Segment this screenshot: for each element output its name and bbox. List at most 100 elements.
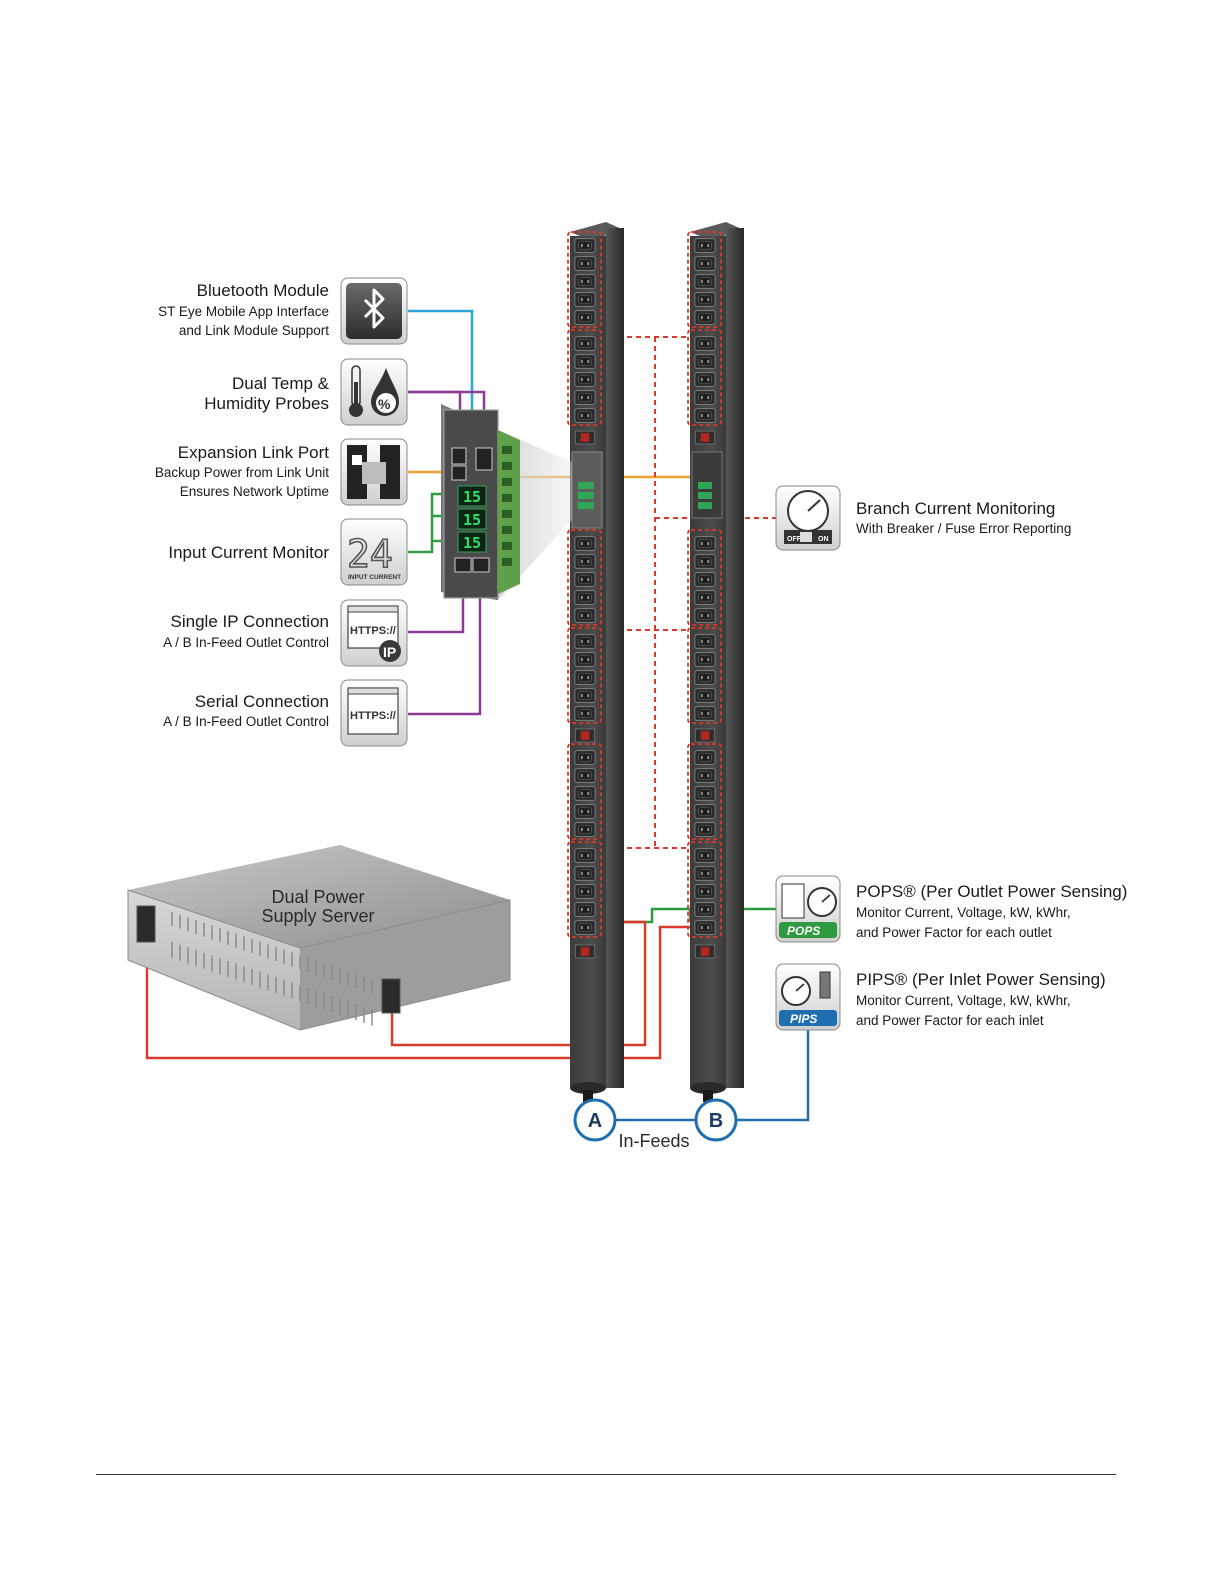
pdu-a-outlet — [574, 238, 596, 253]
pops-icon: POPS — [775, 875, 841, 943]
pdu-a-outlet — [574, 786, 596, 801]
zoom-display-2 — [457, 508, 487, 530]
serial-sub: A / B In-Feed Outlet Control — [163, 714, 329, 729]
single-ip-title: Single IP Connection — [171, 612, 329, 631]
pdu-a-outlet — [574, 536, 596, 551]
pdu-a-outlet — [574, 652, 596, 667]
pdu-b-outlet — [694, 372, 716, 387]
pdu-b-outlet — [694, 848, 716, 863]
temp-title1: Dual Temp & — [232, 374, 330, 393]
ip-https-label: HTTPS:// — [350, 625, 396, 637]
pdu-b-breaker — [694, 430, 716, 445]
pdu-a-outlet — [574, 372, 596, 387]
pdu-a-outlet — [574, 408, 596, 423]
pdu-a-outlet — [574, 336, 596, 351]
breaker-on-label: ON — [818, 536, 829, 543]
display-readout-3: 15 — [463, 534, 481, 552]
pips-line — [736, 1030, 810, 1122]
pdu-a-outlet — [574, 590, 596, 605]
pdu-a-outlet — [574, 256, 596, 271]
temp-title2: Humidity Probes — [204, 394, 329, 413]
pdu-b-outlet — [694, 590, 716, 605]
pdu-b-breaker — [694, 728, 716, 743]
zoom-network-port-1 — [454, 557, 472, 573]
zoom-display-1 — [457, 485, 487, 507]
single-ip-sub: A / B In-Feed Outlet Control — [163, 635, 329, 650]
pdu-a-controller — [571, 451, 603, 529]
pdu-a-outlet — [574, 274, 596, 289]
input-current-title: Input Current Monitor — [168, 543, 329, 562]
serial-https-label: HTTPS:// — [350, 710, 396, 722]
pips-sub2: and Power Factor for each inlet — [856, 1013, 1044, 1028]
right-feature-labels: Branch Current Monitoring With Breaker /… — [856, 499, 1127, 1028]
pdu-b-outlet — [694, 822, 716, 837]
bluetooth-icon — [340, 277, 408, 345]
pdu-a-outlet — [574, 310, 596, 325]
server-psu-right — [381, 978, 401, 1014]
input-current-caption: INPUT CURRENT — [348, 574, 401, 581]
pdu-b-outlet — [694, 336, 716, 351]
pdu-a-outlet — [574, 554, 596, 569]
pdu-a-outlet — [574, 804, 596, 819]
zoom-port-2 — [475, 447, 493, 471]
pdu-b-outlet — [694, 408, 716, 423]
pops-sub2: and Power Factor for each outlet — [856, 925, 1052, 940]
pdu-a-outlet — [574, 292, 596, 307]
zoom-network-port-2 — [472, 557, 490, 573]
infeed-a-letter: A — [588, 1110, 602, 1132]
pops-badge: POPS — [787, 924, 820, 938]
pdu-a-outlet — [574, 354, 596, 369]
pdu-b-outlet — [694, 866, 716, 881]
display-readout-1: 15 — [463, 488, 481, 506]
server-power-right — [390, 920, 647, 1047]
pdu-b-outlet — [694, 238, 716, 253]
expansion-port-icon — [340, 438, 408, 506]
input-current-digits: 24 — [347, 532, 393, 576]
pdu-a-breaker — [574, 728, 596, 743]
bluetooth-sub2: and Link Module Support — [179, 323, 329, 338]
pdu-b-breaker — [694, 944, 716, 959]
pdu-a-outlet — [574, 848, 596, 863]
pdu-a-outlet — [574, 822, 596, 837]
infeed-a-badge: A — [573, 1098, 617, 1142]
pdu-a-outlet — [574, 768, 596, 783]
infeed-b-badge: B — [694, 1098, 738, 1142]
pips-icon: PIPS — [775, 963, 841, 1031]
infeeds-label: In-Feeds — [618, 1131, 689, 1151]
pdu-b-outlet — [694, 786, 716, 801]
left-feature-labels: Bluetooth Module ST Eye Mobile App Inter… — [155, 281, 330, 729]
zoom-port-1 — [451, 447, 467, 465]
pdu-a-outlet — [574, 670, 596, 685]
pdu-b-outlet — [694, 902, 716, 917]
pdu-a-outlet — [574, 634, 596, 649]
pips-badge: PIPS — [790, 1012, 817, 1026]
pdu-a-outlet — [574, 902, 596, 917]
pdu-b-outlet — [694, 768, 716, 783]
bluetooth-title: Bluetooth Module — [197, 281, 329, 300]
server-label-line1: Dual Power — [271, 887, 364, 907]
pdu-a-outlet — [574, 920, 596, 935]
expansion-title: Expansion Link Port — [178, 443, 329, 462]
pdu-b-controller — [691, 451, 723, 519]
pdu-a-outlet — [574, 688, 596, 703]
server-power-left — [145, 925, 704, 1060]
pdu-b-outlet — [694, 390, 716, 405]
pdu-b-outlet — [694, 750, 716, 765]
pdu-b-outlet — [694, 884, 716, 899]
pdu-b-outlet — [694, 536, 716, 551]
pdu-a-outlet — [574, 750, 596, 765]
pdu-b-outlet — [694, 670, 716, 685]
serial-icon: HTTPS:// — [340, 679, 408, 747]
server-vents — [171, 912, 373, 1026]
pdu-a-outlet — [574, 866, 596, 881]
pdu-a-outlets — [574, 238, 596, 959]
branch-lines — [600, 336, 776, 849]
bluetooth-line — [408, 309, 474, 448]
pdu-b-outlet — [694, 634, 716, 649]
pops-sub1: Monitor Current, Voltage, kW, kWhr, — [856, 905, 1071, 920]
single-ip-icon: HTTPS:// IP — [340, 599, 408, 667]
pdu-b-outlet — [694, 652, 716, 667]
infeed-b-letter: B — [709, 1110, 723, 1132]
branch-sub: With Breaker / Fuse Error Reporting — [856, 521, 1071, 536]
serial-line — [408, 570, 482, 716]
